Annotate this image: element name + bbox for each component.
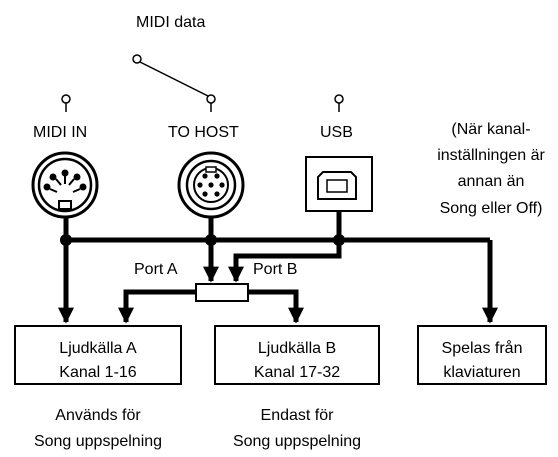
box-ljudkalla-b: Ljudkälla B Kanal 17-32 bbox=[214, 325, 380, 385]
port-b-label: Port B bbox=[253, 261, 297, 278]
port-a-label: Port A bbox=[134, 261, 178, 278]
usb-connector-icon[interactable] bbox=[305, 156, 373, 212]
svg-text:Spelas från: Spelas från bbox=[442, 339, 523, 357]
port-splitter bbox=[195, 283, 249, 302]
svg-text:Endast för: Endast för bbox=[261, 407, 335, 424]
svg-text:Song uppspelning: Song uppspelning bbox=[233, 433, 361, 450]
midi-data-label: MIDI data bbox=[136, 14, 205, 31]
svg-text:klaviaturen: klaviaturen bbox=[443, 364, 520, 381]
svg-text:Song eller Off): Song eller Off) bbox=[440, 200, 543, 217]
to-host-terminal bbox=[206, 94, 216, 104]
caption-b: Endast för Song uppspelning bbox=[233, 407, 361, 450]
svg-text:Ljudkälla B: Ljudkälla B bbox=[258, 340, 336, 357]
switch-pivot bbox=[132, 54, 142, 64]
channel-note: (När kanal- inställningen är annan än So… bbox=[437, 121, 545, 217]
svg-text:Kanal 1-16: Kanal 1-16 bbox=[59, 364, 136, 381]
svg-text:(När kanal-: (När kanal- bbox=[451, 121, 530, 138]
usb-label: USB bbox=[320, 124, 353, 141]
midi-in-connector-icon[interactable] bbox=[31, 151, 99, 219]
switch-lever[interactable] bbox=[139, 61, 209, 97]
svg-text:Song uppspelning: Song uppspelning bbox=[34, 433, 162, 450]
svg-text:Kanal 17-32: Kanal 17-32 bbox=[254, 364, 340, 381]
box-spelas-fran-klaviaturen: Spelas från klaviaturen bbox=[417, 325, 547, 385]
signal-wiring bbox=[57, 211, 499, 324]
caption-a: Används för Song uppspelning bbox=[34, 407, 162, 450]
midi-in-terminal bbox=[61, 94, 71, 104]
svg-text:Används för: Används för bbox=[55, 407, 141, 424]
to-host-label: TO HOST bbox=[168, 124, 239, 141]
to-host-connector-icon[interactable] bbox=[177, 151, 245, 219]
usb-terminal bbox=[334, 94, 344, 104]
midi-in-label: MIDI IN bbox=[33, 124, 87, 141]
svg-text:Ljudkälla A: Ljudkälla A bbox=[59, 340, 137, 357]
svg-text:annan än: annan än bbox=[458, 173, 525, 190]
box-ljudkalla-a: Ljudkälla A Kanal 1-16 bbox=[14, 325, 182, 385]
svg-text:inställningen är: inställningen är bbox=[437, 147, 545, 164]
